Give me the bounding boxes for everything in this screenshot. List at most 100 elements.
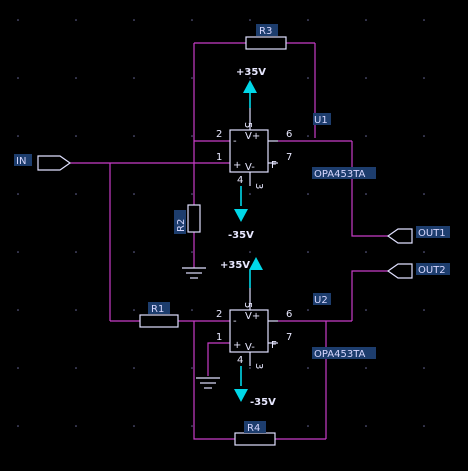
- u1-pin-noninv: +: [233, 160, 241, 171]
- grid-dot: [133, 19, 135, 21]
- in-label: IN: [16, 156, 26, 167]
- u1-part-bg: [312, 167, 376, 179]
- grid-dot: [423, 135, 425, 137]
- r2-label: R2: [176, 219, 187, 232]
- grid-dot: [307, 135, 309, 137]
- u2-part-number: OPA453TA: [314, 349, 366, 360]
- grid-dot: [75, 193, 77, 195]
- u2-pin-vplus: V+: [245, 311, 260, 322]
- u2-pin4-number: 4: [237, 355, 243, 366]
- u1-vpos-arrow-icon: [243, 80, 257, 108]
- r1-label-bg: [148, 302, 170, 314]
- grid-dot: [307, 425, 309, 427]
- u1-vpos-label: +35V: [236, 67, 266, 78]
- r2-resistor[interactable]: [187, 204, 201, 233]
- grid-dot: [307, 19, 309, 21]
- grid-dot: [249, 77, 251, 79]
- u2-vneg-label: -35V: [250, 397, 276, 408]
- grid-dot: [191, 309, 193, 311]
- grid-dot: [423, 19, 425, 21]
- grid-dot: [75, 19, 77, 21]
- grid-dot: [133, 193, 135, 195]
- grid-dot: [17, 309, 19, 311]
- grid-dot: [133, 135, 135, 137]
- u2-pin5-number: 5: [242, 302, 253, 308]
- grid-dot: [133, 425, 135, 427]
- grid-dot: [365, 193, 367, 195]
- grid-dot: [75, 77, 77, 79]
- r1-resistor[interactable]: [139, 314, 179, 328]
- grid-dot: [75, 251, 77, 253]
- u1-label: U1: [314, 115, 328, 126]
- out1-port[interactable]: [386, 228, 413, 244]
- grid-dot: [307, 77, 309, 79]
- grid-dot: [75, 367, 77, 369]
- u1-part-number: OPA453TA: [314, 169, 366, 180]
- grid-dot: [249, 19, 251, 21]
- r2-label-bg: [174, 210, 186, 234]
- grid-dot: [249, 193, 251, 195]
- grid-dot: [17, 77, 19, 79]
- grid-dot: [365, 367, 367, 369]
- u2-opamp[interactable]: [229, 288, 278, 366]
- in-port[interactable]: [37, 155, 72, 171]
- grid-dot: [17, 251, 19, 253]
- grid-dot: [191, 367, 193, 369]
- grid-dot: [365, 309, 367, 311]
- wires: [70, 42, 388, 440]
- out2-label: OUT2: [418, 265, 446, 276]
- grid-dot: [133, 309, 135, 311]
- r4-label-bg: [244, 421, 266, 433]
- r3-label: R3: [259, 26, 272, 37]
- grid-dot: [191, 77, 193, 79]
- u1-label-bg: [313, 113, 331, 125]
- grid-dot: [133, 251, 135, 253]
- grid-dot: [191, 19, 193, 21]
- grid-dot: [191, 425, 193, 427]
- u2-part-bg: [312, 347, 376, 359]
- ground-icon: [196, 377, 220, 389]
- u2-label-bg: [313, 293, 331, 305]
- r4-resistor[interactable]: [234, 432, 276, 446]
- wire-out2[interactable]: [351, 270, 388, 321]
- r4-label: R4: [247, 423, 260, 434]
- grid-dot: [423, 193, 425, 195]
- grid-dot: [75, 135, 77, 137]
- wire-out1[interactable]: [351, 141, 388, 237]
- grid-dot: [249, 367, 251, 369]
- r3-label-bg: [256, 24, 278, 36]
- grid-dot: [17, 19, 19, 21]
- grid-dot: [307, 309, 309, 311]
- u1-pin1-number: 1: [216, 152, 222, 163]
- in-label-bg: [14, 154, 32, 166]
- u1-pin2-number: 2: [216, 129, 222, 140]
- grid-dot: [365, 19, 367, 21]
- grid-dot: [17, 193, 19, 195]
- u1-opamp[interactable]: [229, 108, 278, 186]
- out2-label-bg: [416, 263, 450, 275]
- u1-vneg-arrow-icon: [234, 186, 248, 222]
- grid-dot: [75, 309, 77, 311]
- ground-icon: [182, 267, 206, 279]
- grid-dot: [191, 135, 193, 137]
- grid-dot: [423, 309, 425, 311]
- wire-u2-feedback-left[interactable]: [193, 321, 235, 440]
- u2-label: U2: [314, 295, 328, 306]
- grid-dot: [423, 367, 425, 369]
- r3-resistor[interactable]: [245, 36, 287, 50]
- grid-dot: [365, 251, 367, 253]
- u2-pin1-number: 1: [216, 332, 222, 343]
- u1-pin7-number: 7: [286, 152, 292, 163]
- grid-dot: [307, 251, 309, 253]
- u2-pin-inv: -: [233, 316, 237, 327]
- grid-dot: [365, 77, 367, 79]
- u1-pin6-number: 6: [286, 129, 292, 140]
- out2-port[interactable]: [386, 263, 413, 279]
- grid-dot: [191, 251, 193, 253]
- wire-u2-pin1[interactable]: [207, 342, 230, 376]
- grid-dot: [307, 193, 309, 195]
- r1-label: R1: [151, 304, 164, 315]
- u2-pin6-number: 6: [286, 309, 292, 320]
- u1-pin5-number: 5: [242, 122, 253, 128]
- u1-vneg-label: -35V: [228, 230, 254, 241]
